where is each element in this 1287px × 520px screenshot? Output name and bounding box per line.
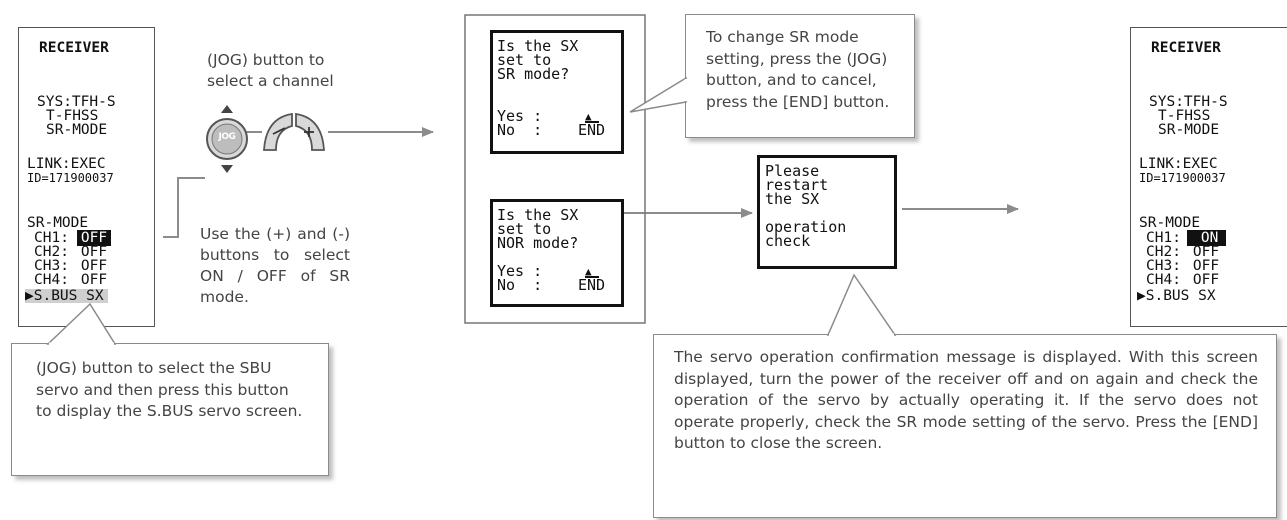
channel-value: OFF: [80, 244, 108, 260]
confirm-line-3: SR mode?: [497, 65, 570, 83]
restart-line-4: operation: [765, 218, 847, 236]
restart-line-2: restart: [765, 176, 829, 194]
ch1-to-jog-connector: [163, 177, 205, 238]
jog-instruction: (JOG) button to select a channel: [207, 51, 334, 90]
channel-value: OFF: [1192, 272, 1220, 288]
receiver-screen-left: RECEIVER SYS:TFH-S T-FHSS SR-MODE LINK:E…: [18, 27, 155, 327]
channel-label: CH4:: [34, 272, 69, 288]
cursor-triangle-icon: ▶: [1137, 288, 1146, 304]
restart-line-5: check: [765, 232, 811, 250]
sbus-label: S.BUS SX: [1145, 288, 1216, 304]
restart-line-1: Please: [765, 162, 820, 180]
jog-press-icon: ▲: [585, 110, 592, 123]
yes-option[interactable]: Yes :: [497, 262, 543, 280]
confirm-line-2: set to: [497, 220, 552, 238]
sbus-label: S.BUS SX: [33, 288, 104, 304]
callout-change: To change SR mode setting, press the (JO…: [685, 14, 915, 138]
receiver-screen-right: RECEIVER SYS:TFH-S T-FHSS SR-MODE LINK:E…: [1130, 27, 1287, 327]
jog-press-icon: ▲: [585, 265, 592, 278]
jog-press-bar: [585, 121, 599, 123]
jog-label: JOG: [218, 132, 236, 142]
sr-mode-heading: SR-MODE: [1139, 215, 1201, 231]
screen-title: RECEIVER: [1151, 40, 1221, 56]
confirm-nor-screen: Is the SX set to NOR mode? Yes : No : ▲ …: [490, 199, 624, 307]
no-option[interactable]: No :: [497, 121, 543, 139]
channel-label: CH3:: [34, 258, 69, 274]
channel-row-ch2[interactable]: CH2: OFF: [34, 244, 108, 260]
end-option[interactable]: END: [578, 121, 606, 139]
channel-value-selected: OFF: [76, 230, 112, 246]
plus-minus-buttons[interactable]: [260, 110, 328, 154]
channel-label: CH3:: [1146, 258, 1181, 274]
channel-value: OFF: [80, 258, 108, 274]
channel-row-ch3[interactable]: CH3: OFF: [1146, 258, 1220, 274]
restart-screen: Please restart the SX operation check: [757, 155, 897, 269]
receiver-id: ID=171900037: [27, 171, 114, 185]
sys-protocol: T-FHSS: [46, 108, 99, 124]
yes-option[interactable]: Yes :: [497, 107, 543, 125]
channel-label: CH1:: [1146, 230, 1181, 246]
callout-sbus: (JOG) button to select the SBU servo and…: [11, 343, 329, 476]
cursor-triangle-icon: ▶: [25, 288, 34, 304]
confirm-line-3: NOR mode?: [497, 234, 579, 252]
sbus-menu-item[interactable]: ▶S.BUS SX: [25, 289, 108, 303]
callout-confirm-text: The servo operation confirmation message…: [674, 348, 1258, 452]
screen-title: RECEIVER: [39, 40, 109, 56]
plus-minus-icon: [263, 112, 325, 151]
receiver-id: ID=171900037: [1139, 171, 1226, 185]
channel-value: OFF: [80, 272, 108, 288]
no-option[interactable]: No :: [497, 276, 543, 294]
plusminus-instruction: Use the (+) and (-) buttons to select ON…: [200, 225, 350, 306]
jog-button[interactable]: JOG: [204, 103, 250, 175]
channel-label: CH2:: [34, 244, 69, 260]
link-status: LINK:EXEC: [1139, 156, 1218, 172]
confirm-line-1: Is the SX: [497, 37, 579, 55]
sbus-menu-item[interactable]: ▶S.BUS SX: [1137, 288, 1216, 304]
link-status: LINK:EXEC: [27, 156, 106, 172]
channel-label: CH1:: [34, 230, 69, 246]
channel-value: OFF: [1192, 244, 1220, 260]
confirm-panel-frame: [464, 14, 646, 324]
channel-row-ch4[interactable]: CH4: OFF: [1146, 272, 1220, 288]
sys-protocol: T-FHSS: [1158, 108, 1211, 124]
sys-mode: SR-MODE: [1158, 122, 1220, 138]
channel-value-selected: ON: [1186, 230, 1227, 246]
callout-change-text: To change SR mode setting, press the (JO…: [706, 28, 890, 111]
callout-confirm: The servo operation confirmation message…: [653, 334, 1277, 518]
callout-sbus-text: (JOG) button to select the SBU servo and…: [36, 359, 303, 420]
sys-mode: SR-MODE: [46, 122, 108, 138]
end-option[interactable]: END: [578, 276, 606, 294]
channel-row-ch1[interactable]: CH1: OFF: [34, 230, 112, 246]
restart-line-3: the SX: [765, 190, 820, 208]
channel-row-ch1[interactable]: CH1: ON: [1146, 230, 1227, 246]
channel-row-ch4[interactable]: CH4: OFF: [34, 272, 108, 288]
confirm-sr-screen: Is the SX set to SR mode? Yes : No : ▲ E…: [490, 30, 624, 154]
channel-label: CH2:: [1146, 244, 1181, 260]
jog-press-bar: [585, 276, 599, 278]
channel-row-ch2[interactable]: CH2: OFF: [1146, 244, 1220, 260]
confirm-line-1: Is the SX: [497, 206, 579, 224]
sr-mode-heading: SR-MODE: [27, 215, 89, 231]
sys-line: SYS:TFH-S: [1149, 94, 1228, 110]
confirm-line-2: set to: [497, 51, 552, 69]
jog-dial-icon: [206, 105, 248, 173]
channel-label: CH4:: [1146, 272, 1181, 288]
channel-row-ch3[interactable]: CH3: OFF: [34, 258, 108, 274]
channel-value: OFF: [1192, 258, 1220, 274]
sys-line: SYS:TFH-S: [37, 94, 116, 110]
